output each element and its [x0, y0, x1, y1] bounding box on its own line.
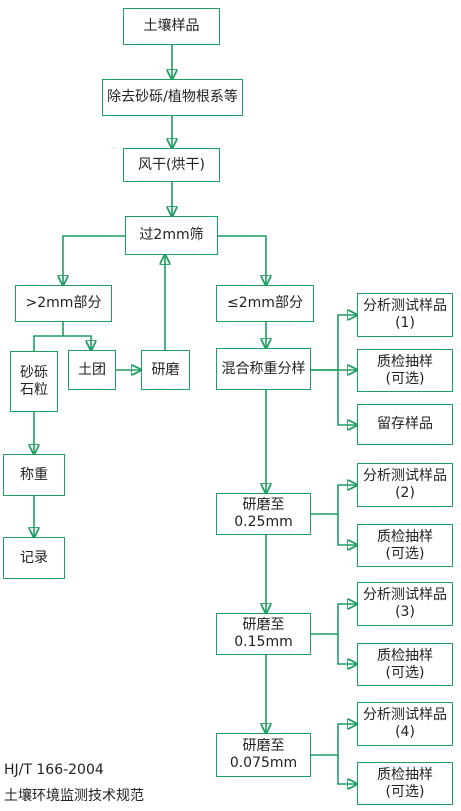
node-grind-015: 研磨至 0.15mm — [216, 613, 311, 655]
arrow-sieve-to-gt2mm — [63, 235, 125, 285]
arrow-grind025-to-analysis2 — [311, 485, 357, 515]
node-analysis-4: 分析测试样品 (4) — [357, 702, 453, 746]
node-grind-025: 研磨至 0.25mm — [216, 493, 311, 535]
node-grind-0075: 研磨至 0.075mm — [216, 733, 311, 777]
node-analysis-3: 分析测试样品 (3) — [357, 582, 453, 626]
line-gt2mm-to-gravel — [33, 322, 64, 351]
node-analysis-1: 分析测试样品 (1) — [357, 293, 453, 337]
arrow-sieve-to-le2mm — [218, 235, 266, 285]
node-retain: 留存样品 — [357, 404, 453, 445]
node-sieve-2mm: 过2mm筛 — [125, 216, 218, 255]
arrow-mix-to-retain — [337, 370, 357, 425]
node-mix-weigh-split: 混合称重分样 — [216, 348, 311, 390]
node-analysis-2: 分析测试样品 (2) — [357, 463, 453, 507]
node-soil-sample: 土壤样品 — [123, 8, 220, 45]
node-le-2mm: ≤2mm部分 — [216, 285, 314, 322]
node-qc-1: 质检抽样 (可选) — [357, 349, 453, 392]
node-qc-3: 质检抽样 (可选) — [357, 643, 453, 686]
arrow-grind0075-to-qc4 — [337, 755, 357, 784]
node-record: 记录 — [3, 537, 65, 579]
node-gt-2mm: >2mm部分 — [15, 285, 112, 322]
node-gravel: 砂砾 石粒 — [10, 351, 58, 412]
arrow-grind025-to-qc2 — [337, 514, 357, 545]
node-grind: 研磨 — [141, 350, 190, 390]
node-qc-4: 质检抽样 (可选) — [357, 762, 453, 805]
arrow-gt2mm-to-clods — [63, 335, 91, 350]
node-air-dry: 风干(烘干) — [123, 148, 220, 182]
arrow-grind0075-to-analysis4 — [311, 724, 357, 756]
node-qc-2: 质检抽样 (可选) — [357, 524, 453, 567]
standard-code: HJ/T 166-2004 — [4, 762, 104, 778]
arrow-mix-to-analysis1 — [311, 315, 357, 371]
node-remove-debris: 除去砂砾/植物根系等 — [102, 79, 243, 116]
standard-title: 土壤环境监测技术规范 — [4, 788, 144, 804]
node-weigh: 称重 — [3, 454, 65, 496]
arrow-grind015-to-qc3 — [337, 634, 357, 664]
node-clods: 土团 — [68, 350, 116, 390]
arrow-grind015-to-analysis3 — [311, 604, 357, 635]
